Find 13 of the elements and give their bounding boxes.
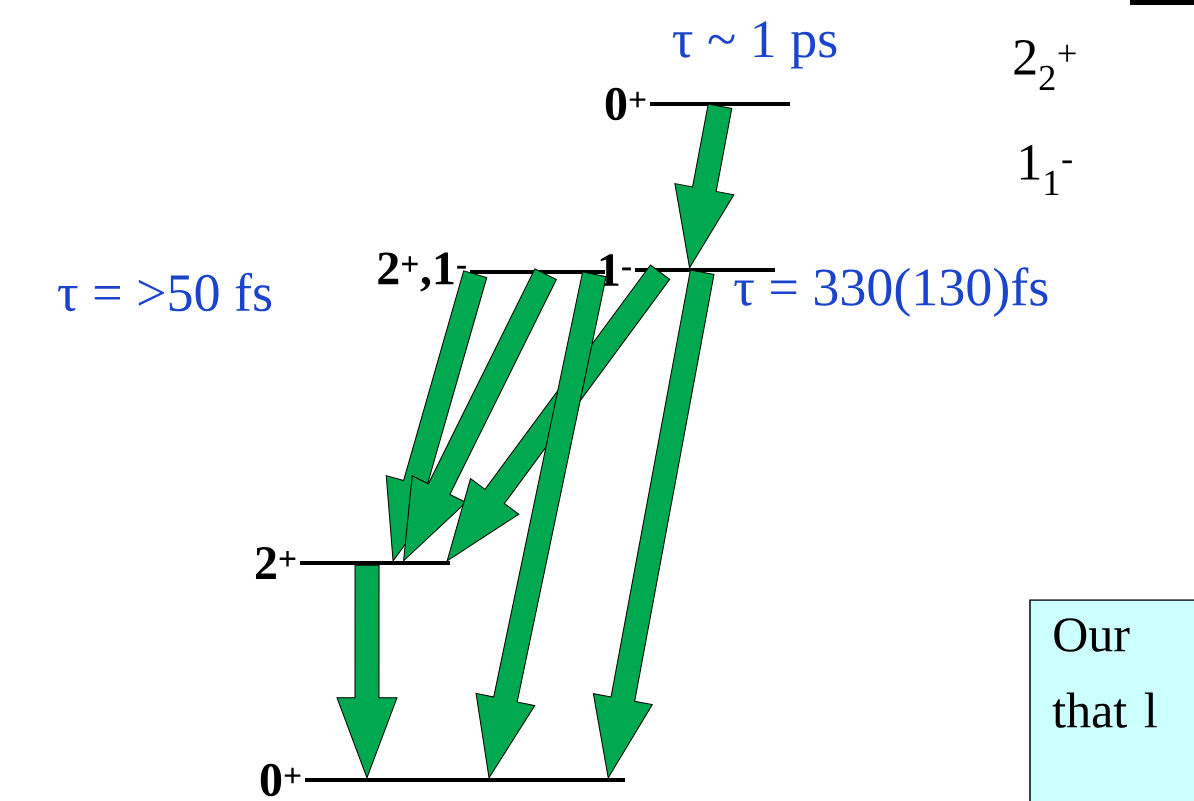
note-box: Our that l [1029,599,1194,801]
level-line: 2$^{+}$ [256,547,450,579]
level-line: 0$^{+}$ [605,87,790,121]
arrow [592,269,715,779]
arrow [674,103,735,269]
arrow [403,268,557,562]
state-label: 2$_{2}$+ [1014,40,1076,90]
arrow [475,271,607,779]
lifetime-label: τ = >50 fs [58,272,272,312]
arrow [336,564,398,779]
lifetime-label: τ ~ 1 ps [673,21,837,69]
state-label: 1$_{1}$- [1020,145,1072,195]
level-line: 0$^{+}$ [260,763,625,797]
